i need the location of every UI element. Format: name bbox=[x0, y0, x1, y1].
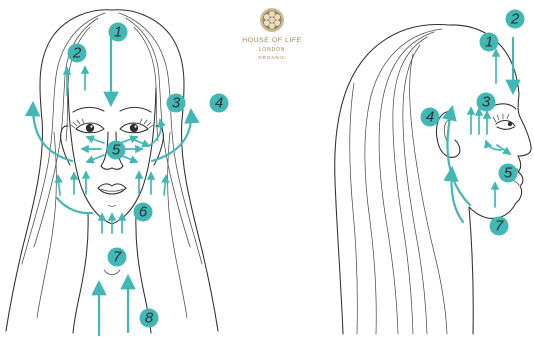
massage-direction-arrow-icon bbox=[33, 104, 72, 161]
house-of-life-mandala-icon bbox=[260, 8, 284, 32]
massage-direction-arrow-icon bbox=[447, 108, 470, 205]
svg-text:6: 6 bbox=[139, 203, 148, 220]
side-massage-arrows bbox=[447, 38, 513, 222]
side-badge-5: 5 bbox=[499, 164, 518, 183]
massage-direction-arrow-icon bbox=[150, 120, 161, 145]
front-badge-6: 6 bbox=[134, 203, 153, 222]
massage-direction-arrow-icon bbox=[87, 155, 104, 162]
side-badge-3: 3 bbox=[477, 93, 496, 112]
svg-text:5: 5 bbox=[504, 164, 513, 181]
brand-city: LONDON bbox=[259, 47, 286, 53]
front-badge-2: 2 bbox=[68, 44, 87, 63]
side-badge-1: 1 bbox=[480, 33, 499, 52]
brand-logo: HOUSE OF LIFE LONDON ORGANIC bbox=[242, 8, 302, 60]
front-badge-4: 4 bbox=[210, 94, 229, 113]
svg-text:3: 3 bbox=[482, 93, 491, 110]
side-badge-7: 7 bbox=[490, 217, 509, 236]
side-badge-2: 2 bbox=[506, 10, 525, 29]
svg-text:2: 2 bbox=[72, 44, 82, 61]
svg-text:1: 1 bbox=[114, 23, 122, 40]
svg-text:5: 5 bbox=[112, 141, 121, 158]
svg-text:7: 7 bbox=[113, 248, 122, 265]
brand-name: HOUSE OF LIFE bbox=[242, 37, 302, 44]
front-badge-8: 8 bbox=[140, 309, 159, 328]
massage-direction-arrow-icon bbox=[58, 176, 60, 195]
svg-text:4: 4 bbox=[426, 108, 434, 125]
svg-text:1: 1 bbox=[485, 33, 493, 50]
front-badge-7: 7 bbox=[108, 248, 127, 267]
svg-text:7: 7 bbox=[495, 217, 504, 234]
massage-direction-arrow-icon bbox=[87, 137, 104, 143]
svg-text:2: 2 bbox=[510, 10, 520, 27]
svg-text:3: 3 bbox=[172, 94, 181, 111]
brand-tagline: ORGANIC bbox=[258, 55, 286, 60]
side-badge-4: 4 bbox=[421, 108, 440, 127]
svg-text:4: 4 bbox=[215, 94, 223, 111]
svg-text:8: 8 bbox=[145, 309, 154, 326]
front-badge-3: 3 bbox=[167, 94, 186, 113]
massage-direction-arrow-icon bbox=[132, 139, 149, 146]
front-badge-5: 5 bbox=[107, 141, 126, 160]
massage-direction-arrow-icon bbox=[164, 176, 166, 195]
front-step-badges: 1 2 3 4 5 6 7 bbox=[68, 23, 229, 328]
front-badge-1: 1 bbox=[109, 23, 128, 42]
